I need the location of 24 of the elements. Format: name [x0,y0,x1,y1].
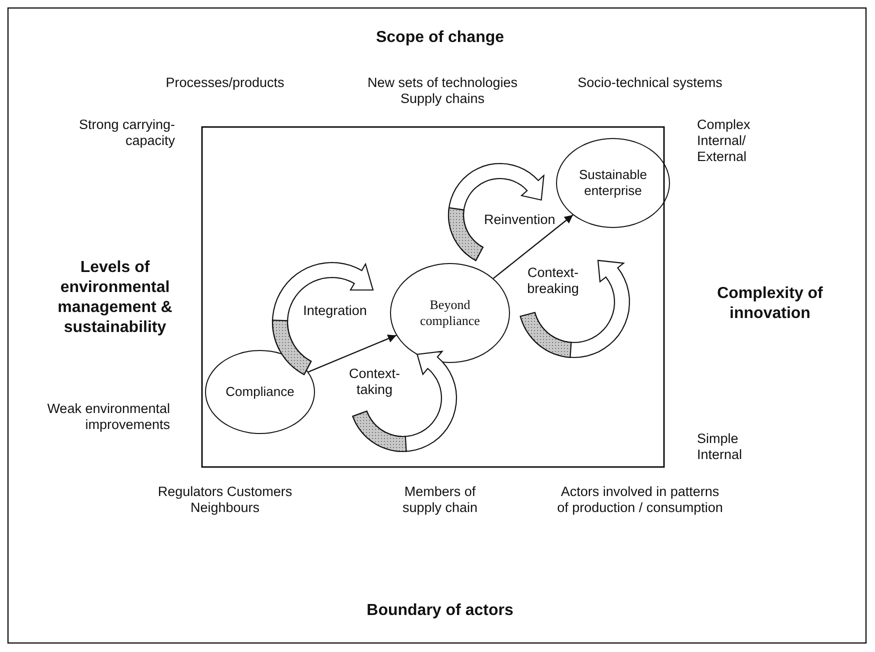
arrow [492,214,574,279]
ellipse-node [556,138,670,228]
arrow-label: Integration [302,303,368,319]
scale-label: Complex Internal/ External [697,117,752,165]
arrow [308,334,397,372]
scale-label: Strong carrying- capacity [78,117,175,149]
scale-label: Socio-technical systems [576,75,724,91]
title: Scope of change [374,28,506,48]
axis-title: Boundary of actors [366,601,514,621]
scale-label: Regulators Customers Neighbours [156,484,294,516]
scale-label: Actors involved in patterns of production / consumption [556,484,724,516]
arrow-label: Context- taking [348,366,402,398]
node-label: Beyond compliance [419,297,481,329]
scale-label: New sets of technologies Supply chains [366,75,519,107]
axis-title: Levels of environmental management & sustainability [56,258,174,338]
node-label: Sustainable enterprise [578,167,648,199]
node-label: Compliance [226,384,294,400]
scale-label: Processes/products [164,75,286,91]
arrow-label: Context- breaking [526,265,580,297]
scale-label: Weak environmental improvements [46,401,170,433]
axis-title: Complexity of innovation [716,284,824,324]
scale-label: Simple Internal [697,431,744,463]
arrow-label: Reinvention [484,212,554,228]
scale-label: Members of supply chain [401,484,479,516]
